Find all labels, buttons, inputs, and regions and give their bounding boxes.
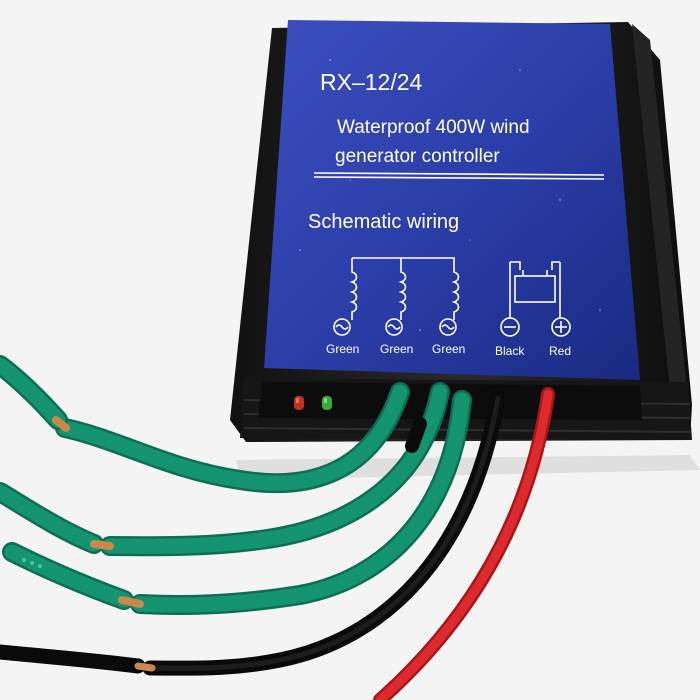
terminal-label-red: Red (549, 344, 571, 358)
green-wire-3 (2, 390, 472, 616)
red-wire (373, 387, 555, 700)
title-line-1: Waterproof 400W wind (337, 117, 530, 138)
label-divider (313, 172, 605, 180)
wires (0, 355, 555, 700)
plus-icon (551, 317, 571, 337)
led-indicator-icon (294, 396, 332, 410)
green-wire-2 (0, 382, 450, 557)
terminal-label-black: Black (495, 344, 525, 358)
title-line-2: generator controller (335, 146, 500, 167)
ac-symbol-icon (333, 318, 457, 336)
model-number: RX–12/24 (320, 69, 423, 95)
label-background (264, 20, 640, 380)
section-title: Schematic wiring (308, 211, 459, 233)
terminal-label-green-3: Green (432, 342, 465, 356)
coil-icon (349, 257, 460, 320)
minus-icon (500, 317, 520, 337)
black-wire (0, 390, 506, 676)
product-label: RX–12/24 Waterproof 400W wind generator … (264, 20, 640, 380)
terminal-label-green-2: Green (380, 342, 413, 356)
terminal-label-green-1: Green (326, 342, 359, 356)
green-wire-1 (0, 355, 410, 494)
battery-icon (509, 261, 561, 318)
